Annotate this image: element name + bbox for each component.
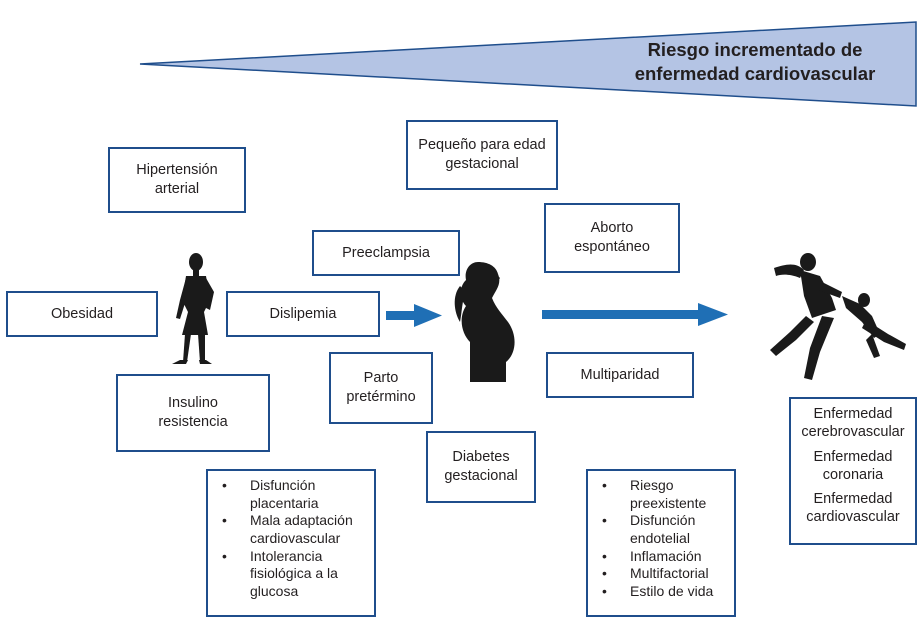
mechanism-text: Intolerancia: [250, 547, 323, 564]
box-obesidad-label: Obesidad: [50, 305, 114, 322]
mechanism-text: Estilo de vida: [630, 582, 714, 599]
box-parto-line2: pretérmino: [346, 389, 416, 405]
pregnant-woman-silhouette-icon: [454, 262, 515, 382]
box-multiparidad: Multiparidad: [546, 352, 694, 398]
box-pequeno-line1: Pequeño para edad: [418, 137, 546, 154]
mother-child-silhouette-icon: [770, 253, 906, 380]
woman-silhouette-icon: [172, 253, 214, 364]
box-diabetes: Diabetes gestacional: [426, 431, 536, 503]
box-preeclampsia-label: Preeclampsia: [342, 244, 430, 261]
box-aborto-line2: espontáneo: [574, 239, 650, 255]
box-dislipemia: Dislipemia: [226, 291, 380, 337]
mechanism-text: cardiovascular: [250, 529, 341, 546]
box-pequeno: Pequeño para edad gestacional: [406, 120, 558, 190]
mechanism-text: preexistente: [630, 494, 707, 511]
outcome-text: Enfermedad: [813, 406, 893, 422]
box-diabetes-line2: gestacional: [444, 468, 518, 484]
box-dislipemia-label: Dislipemia: [269, 305, 337, 322]
outcome-text: Enfermedad: [813, 448, 893, 465]
risk-title-line1: Riesgo incrementado de: [647, 39, 863, 60]
box-insulino: Insulino resistencia: [116, 374, 270, 452]
box-obesidad: Obesidad: [6, 291, 158, 337]
mechanism-item: Inflamación: [594, 548, 728, 566]
risk-title: Riesgo incrementado de enfermedad cardio…: [600, 38, 910, 86]
arrow-right-icon: [386, 304, 442, 327]
box-pequeno-line2: gestacional: [445, 156, 519, 172]
box-aborto: Aborto espontáneo: [544, 203, 680, 273]
mechanism-text: Multifactorial: [630, 565, 709, 582]
box-aborto-line1: Aborto: [590, 220, 634, 237]
outcome-text: cerebrovascular: [801, 424, 905, 441]
mechanism-text: Mala adaptación: [250, 512, 353, 529]
box-insulino-line1: Insulino: [168, 395, 218, 412]
box-hipertension-line2: arterial: [154, 181, 200, 197]
mechanism-item: Estilo de vida: [594, 583, 728, 601]
mechanism-text: Disfunción: [250, 477, 316, 493]
risk-title-line2: enfermedad cardiovascular: [634, 63, 876, 85]
mechanism-text: Inflamación: [630, 547, 702, 564]
box-diabetes-line1: Diabetes: [452, 449, 510, 466]
outcome-text: Enfermedad: [813, 491, 893, 508]
mechanism-text: endotelial: [630, 529, 690, 546]
box-parto: Parto pretérmino: [329, 352, 433, 424]
box-hipertension-line1: Hipertensión: [136, 162, 218, 179]
box-multiparidad-label: Multiparidad: [580, 366, 660, 383]
box-insulino-line2: resistencia: [158, 414, 228, 430]
box-preeclampsia: Preeclampsia: [312, 230, 460, 276]
mechanism-text: Disfunción: [630, 512, 696, 529]
outcome-item: Enfermedad cerebrovascular: [795, 405, 911, 442]
mechanism-text: fisiológica a la: [250, 565, 338, 582]
box-hipertension: Hipertensión arterial: [108, 147, 246, 213]
outcome-text: cardiovascular: [806, 509, 900, 526]
box-parto-line1: Parto: [363, 370, 399, 387]
outcome-text: coronaria: [822, 466, 884, 483]
mechanism-text: Riesgo: [630, 477, 674, 493]
mechanism-text: placentaria: [250, 494, 319, 511]
mechanism-text: glucosa: [250, 582, 299, 599]
mechanism-item: Multifactorial: [594, 565, 728, 583]
arrow-right-long-icon: [542, 303, 728, 326]
